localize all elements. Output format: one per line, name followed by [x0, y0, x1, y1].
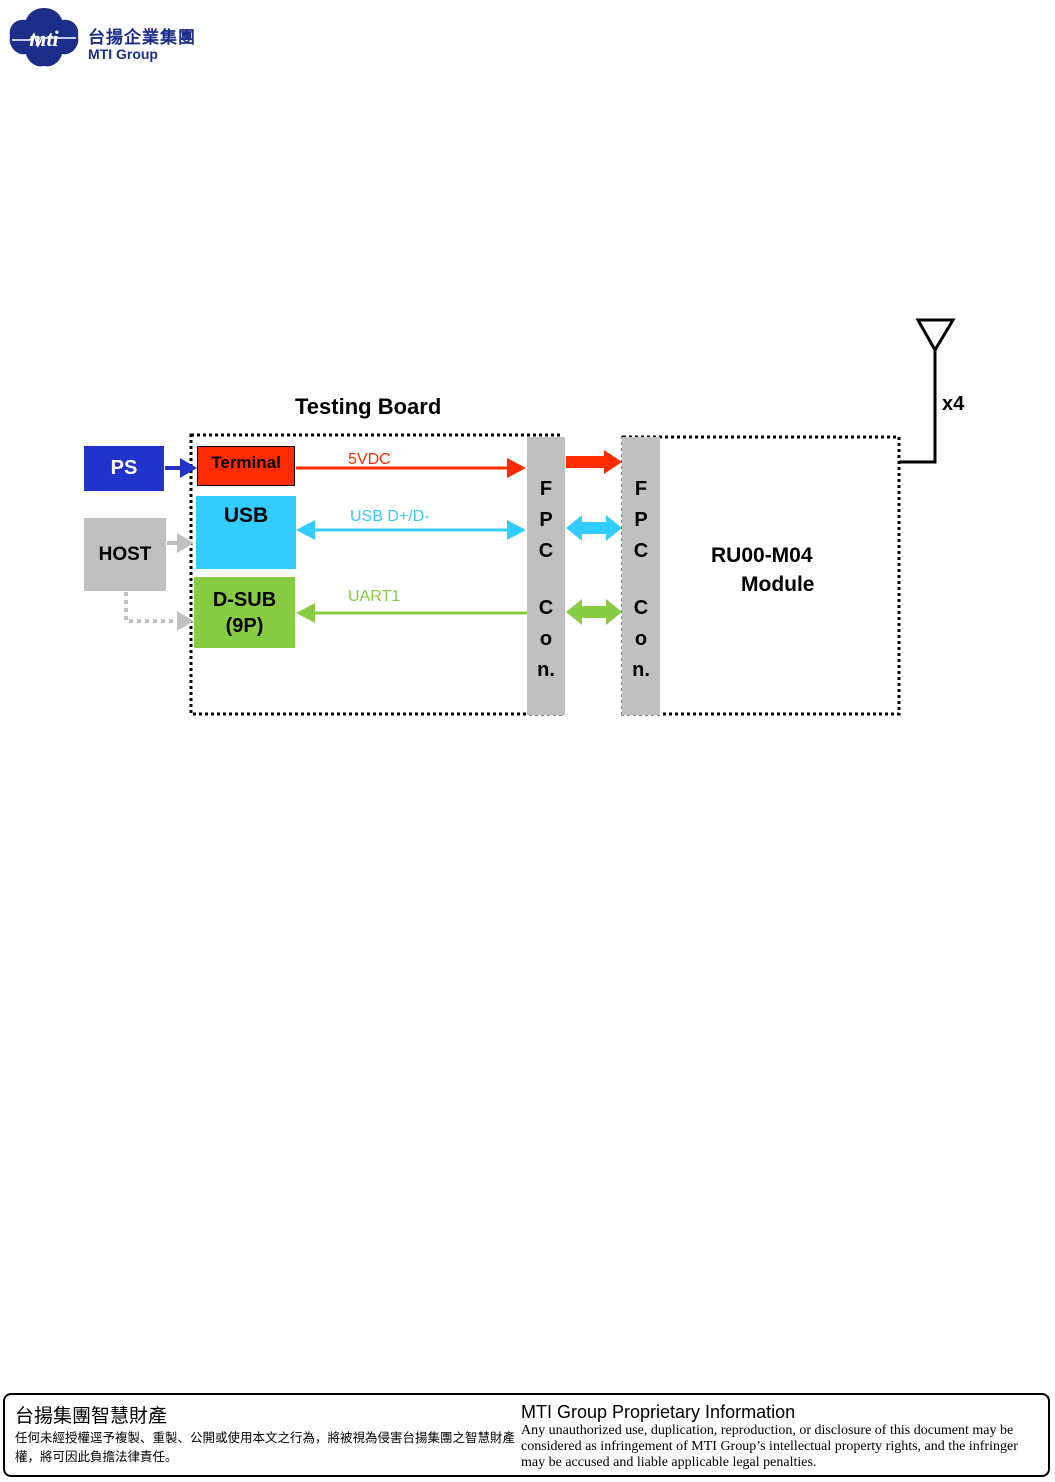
inter-uart-shaft	[580, 606, 608, 618]
fpc-left-letter: o	[539, 628, 553, 650]
usb-label: USB	[223, 504, 269, 527]
host-dsub-arrowhead	[177, 611, 194, 631]
terminal-box: Terminal	[197, 446, 295, 486]
fpc-left-letter: C	[538, 540, 554, 562]
logo-chinese-name: 台揚企業集團	[88, 28, 196, 48]
usb-arrowhead-left	[296, 520, 315, 540]
fpc-right-text: F P C C o n.	[622, 474, 660, 686]
fpc-left-text: F P C C o n.	[527, 474, 565, 686]
fpc-right-letter: o	[634, 628, 648, 650]
signal-label-uart: UART1	[348, 588, 401, 605]
usb-box: USB	[196, 496, 296, 569]
antenna-icon	[915, 318, 956, 353]
fpc-left-letter: C	[538, 597, 554, 619]
footer-en-title: MTI Group Proprietary Information	[521, 1402, 796, 1422]
dsub-label-line2: (9P)	[225, 614, 264, 637]
footer-en-body: Any unauthorized use, duplication, repro…	[521, 1423, 1018, 1470]
fpc-right-letter: F	[634, 478, 648, 500]
fpc-left-letter: n.	[537, 659, 555, 681]
fpc-connector-right	[622, 437, 660, 715]
fpc-right-letter: n.	[632, 659, 650, 681]
dsub-label-line1: D-SUB	[212, 588, 277, 611]
fpc-connector-left	[527, 437, 565, 715]
host-dsub-arrow	[124, 592, 178, 623]
logo-english-name: MTI Group	[88, 46, 158, 62]
fpc-left-letter: P	[539, 509, 553, 531]
inter-usb-head-right	[606, 515, 622, 541]
antenna-count: x4	[942, 393, 965, 415]
host-usb-arrowhead	[177, 533, 194, 553]
footer-cn-body: 任何未經授權逕予複製、重製、公開或使用本文之行為，將被視為侵害台揚集團之智慧財產…	[15, 1430, 516, 1464]
module-label-line1: RU00-M04	[711, 544, 813, 567]
ps-label: PS	[110, 457, 138, 479]
inter-usb-shaft	[580, 522, 608, 534]
usb-arrowhead-right	[507, 520, 526, 540]
power-arrowhead	[507, 458, 526, 478]
signal-label-usb: USB D+/D-	[350, 508, 430, 525]
inter-usb-head-left	[566, 515, 582, 541]
module-label-line2: Module	[741, 573, 815, 596]
mti-logo-icon: mti	[9, 8, 79, 67]
inter-uart-head-right	[606, 599, 622, 625]
inter-uart-head-left	[566, 599, 582, 625]
signal-label-5vdc: 5VDC	[348, 451, 391, 468]
company-logo: mti 台揚企業集團 MTI Group	[8, 6, 208, 68]
fpc-right-letter: P	[634, 509, 648, 531]
inter-power-shaft	[566, 456, 606, 468]
fpc-left-letter: F	[539, 478, 553, 500]
antenna-feed	[899, 348, 937, 464]
ps-box: PS	[84, 446, 164, 491]
footer-cn-title: 台揚集團智慧財產	[15, 1405, 168, 1427]
uart-arrowhead-left	[296, 603, 315, 623]
host-box: HOST	[84, 518, 166, 591]
proprietary-footer: 台揚集團智慧財產 任何未經授權逕予複製、重製、公開或使用本文之行為，將被視為侵害…	[3, 1393, 1050, 1477]
fpc-right-letter: C	[633, 540, 649, 562]
dsub-box: D-SUB (9P)	[194, 577, 295, 648]
testing-board-outline	[189, 433, 563, 716]
ps-arrowhead	[180, 458, 197, 478]
inter-power-head	[604, 450, 622, 474]
testing-board-title: Testing Board	[295, 394, 442, 419]
terminal-label: Terminal	[211, 453, 281, 472]
host-label: HOST	[98, 543, 152, 565]
fpc-right-letter: C	[633, 597, 649, 619]
